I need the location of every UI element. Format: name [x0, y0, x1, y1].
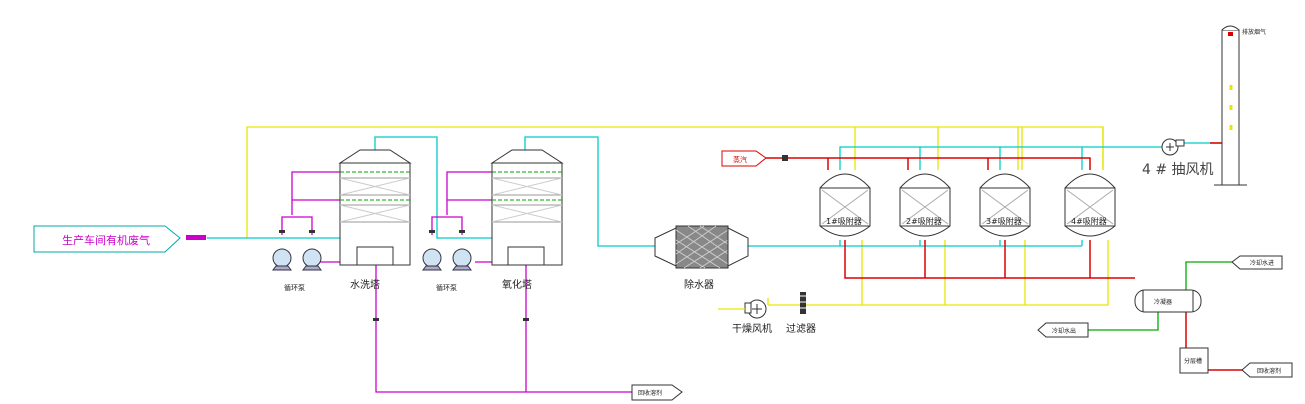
- cyan-gas-line: [207, 136, 1222, 247]
- adsorber-2: [899, 173, 951, 237]
- steam-inlet-label: 蒸汽: [733, 155, 747, 164]
- adsorber-1-label: 1#吸附器: [826, 216, 862, 226]
- water-tower: [338, 149, 412, 266]
- pump-group-2-label: 循环泵: [436, 283, 457, 292]
- filter-label: 过滤器: [786, 322, 816, 335]
- steam-inlet-arrow: [721, 150, 767, 167]
- inlet-arrow: [33, 225, 206, 253]
- adsorber-2-label: 2#吸附器: [906, 216, 942, 226]
- oxidation-tower-label: 氧化塔: [502, 278, 532, 291]
- magenta-water-line: [281, 171, 632, 393]
- stack-label: 排放烟气: [1242, 28, 1266, 36]
- valve-symbols: [279, 155, 788, 321]
- yellow-air-line: [246, 126, 1109, 306]
- filter-icon: [800, 292, 806, 314]
- outlet-arrows: [631, 255, 1293, 401]
- inlet-label: 生产车间有机废气: [62, 233, 150, 247]
- adsorber-3: [979, 173, 1031, 237]
- separator-label: 分层槽: [1184, 357, 1202, 365]
- cooling-water-in-label: 冷却水进: [1250, 259, 1274, 267]
- stack: [1214, 25, 1247, 186]
- pump-group-1: [272, 248, 322, 271]
- drying-fan-icon: [718, 299, 767, 319]
- cooling-water-out-label: 冷却水出: [1052, 327, 1076, 335]
- waste-water-out-label: 回收溶剂: [638, 389, 662, 397]
- adsorber-3-label: 3#吸附器: [986, 216, 1022, 226]
- recovery-out-label: 回收溶剂: [1257, 367, 1281, 375]
- adsorber-1: [819, 173, 871, 237]
- adsorber-4: [1064, 173, 1116, 237]
- oxidation-tower: [490, 149, 564, 266]
- pump-group-2: [422, 248, 472, 271]
- dehumidifier-label: 除水器: [684, 278, 714, 291]
- adsorber-4-label: 4#吸附器: [1071, 216, 1107, 226]
- pump-group-1-label: 循环泵: [284, 283, 305, 292]
- dehumidifier: [654, 225, 749, 269]
- drying-fan-label: 干燥风机: [732, 322, 772, 335]
- condenser-label: 冷凝器: [1154, 298, 1172, 306]
- condenser: [1134, 289, 1202, 313]
- exhaust-fan-icon: [1161, 138, 1185, 156]
- water-tower-label: 水洗塔: [350, 278, 380, 291]
- green-cooling-line: [1088, 261, 1240, 331]
- separator: [1179, 347, 1209, 374]
- exhaust-fan-label: 4 # 抽风机: [1142, 162, 1214, 178]
